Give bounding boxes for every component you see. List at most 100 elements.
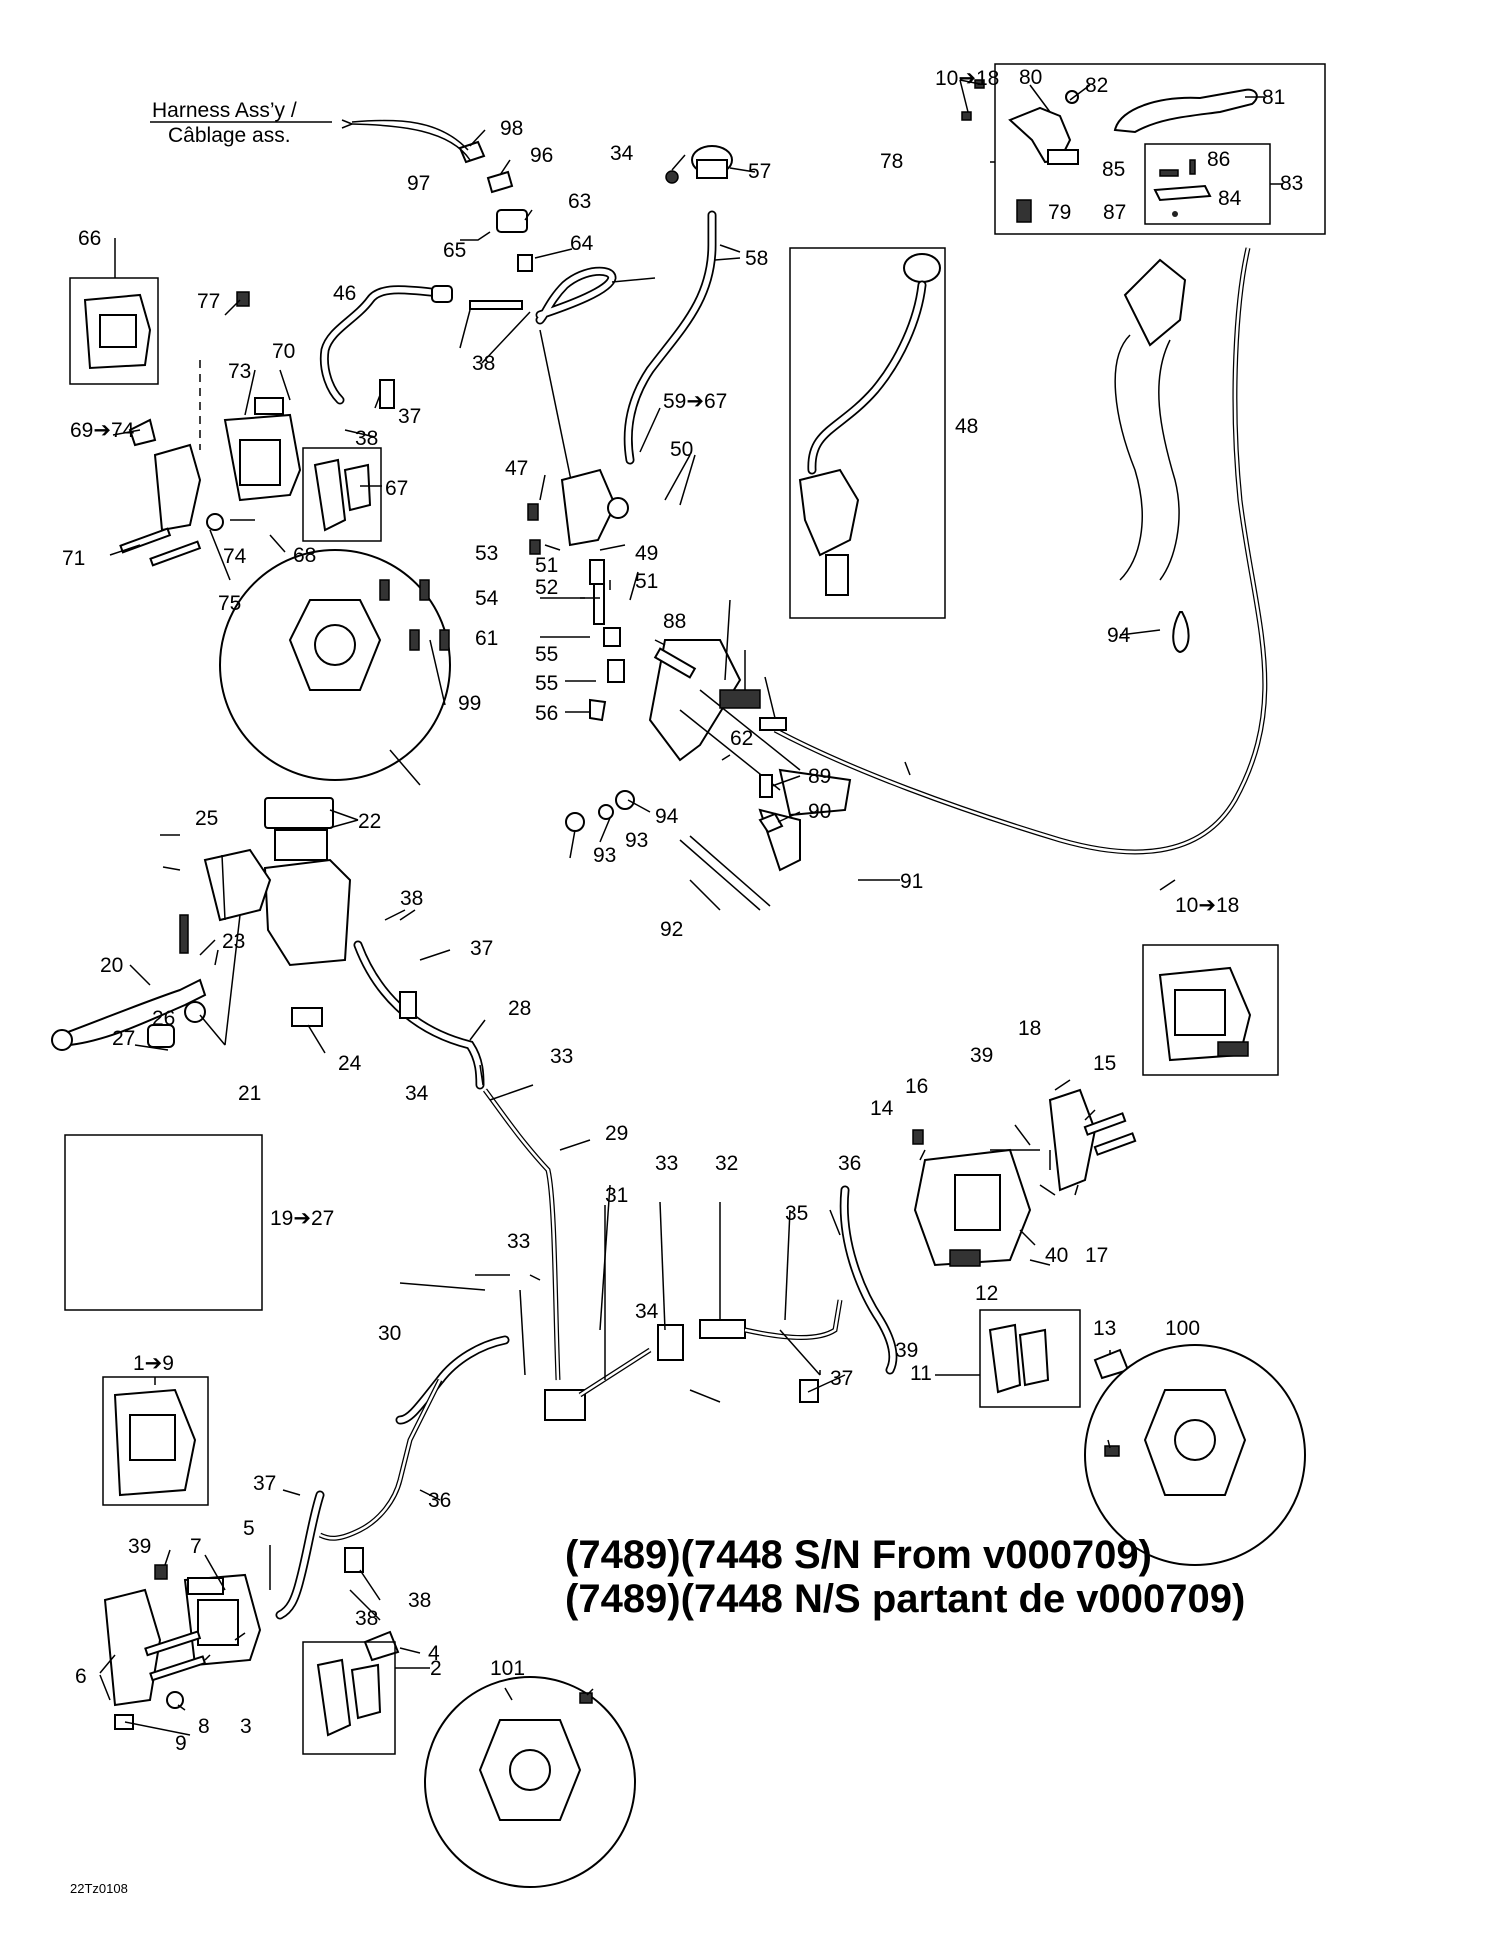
callout-90: 97: [407, 172, 430, 195]
bolt-41: [527, 503, 539, 521]
callout-65: 73: [228, 360, 251, 383]
callout-91: 98: [500, 117, 523, 140]
hose-96: [535, 266, 617, 325]
callout-84: 92: [660, 918, 683, 941]
rotor-bolts-92: [379, 579, 450, 651]
callout-82: 90: [808, 800, 831, 823]
caliper-10-18-inset-box: [1142, 944, 1279, 1076]
callout-36-lower: 37: [253, 1472, 276, 1495]
callout-9: 9: [175, 1732, 187, 1755]
callout-35-lower: 36: [428, 1489, 451, 1512]
callout-1-9: 1➔9: [133, 1352, 174, 1375]
pedal-pin-80: [653, 647, 697, 679]
callout-61: 68: [293, 544, 316, 567]
washer-85: [598, 804, 614, 820]
callout-44: 50: [670, 438, 693, 461]
callout-37-lower: 38: [408, 1589, 431, 1612]
callout-48: 53: [475, 542, 498, 565]
callout-5: 5: [243, 1517, 255, 1540]
callout-38-master: 38: [400, 887, 423, 910]
callout-52: 56: [535, 702, 558, 725]
reservoir-hose-51: [623, 210, 717, 465]
callout-46: 51: [535, 554, 558, 577]
callout-78: 87: [1103, 201, 1126, 224]
brake-light-switch-56: [496, 209, 528, 233]
callout-33-mid: 33: [655, 1152, 678, 1175]
brake-pads-2: [316, 1658, 382, 1737]
adapter-32: [699, 1319, 746, 1339]
callout-66: 74: [223, 545, 247, 568]
harness-label: Harness Ass’y / Câblage ass.: [150, 99, 332, 147]
callout-75: 84: [1218, 187, 1242, 210]
o-ring-26: [184, 1001, 206, 1023]
callout-41: 47: [505, 457, 528, 480]
brake-rotor-95: [219, 549, 451, 781]
caliper-inset-1-9: [113, 1388, 197, 1497]
callout-38-upper: 38: [355, 427, 378, 450]
banjo-bolt-37-upper: [379, 379, 395, 409]
brake-pads-60: [313, 458, 372, 532]
callout-67: 75: [218, 592, 241, 615]
callout-23: 23: [222, 930, 245, 953]
banjo-bolt-37-front: [399, 991, 417, 1019]
callout-39-right: 39: [970, 1044, 993, 1067]
callout-57: 64: [570, 232, 594, 255]
caliper-inset-59-67: [83, 293, 152, 370]
callout-51-mid: 59➔67: [663, 390, 727, 413]
bleeder-68: [236, 291, 250, 307]
washer-66: [206, 513, 224, 531]
brake-line-29: [482, 1088, 561, 1381]
ball-78: [1172, 211, 1178, 217]
callout-32: 32: [715, 1152, 738, 1175]
callout-13: 13: [1093, 1317, 1116, 1340]
callout-37-upper: 37: [398, 405, 421, 428]
tee-fitting-33: [544, 1389, 586, 1421]
callout-16: 16: [905, 1075, 928, 1098]
callout-49: 54: [475, 587, 499, 610]
callout-64: 71: [62, 547, 85, 570]
callout-21: 21: [238, 1082, 261, 1105]
callout-25: 25: [195, 807, 218, 830]
brake-pedal-83: [648, 639, 852, 872]
callout-81: 89: [808, 765, 831, 788]
front-brake-lever-20: [51, 978, 207, 1051]
figure-code: 22Tz0108: [70, 1881, 128, 1896]
callout-14: 14: [870, 1097, 894, 1120]
spring-76: [1159, 169, 1179, 177]
callout-34-mid: 34: [405, 1082, 429, 1105]
callout-6: 6: [75, 1665, 87, 1688]
callout-31: 31: [605, 1184, 628, 1207]
brake-line-30-lower: [397, 1378, 443, 1481]
spring-99: [719, 689, 761, 709]
bleeder-39-lower: [154, 1564, 168, 1580]
callout-34-low: 34: [635, 1300, 659, 1323]
callout-39-lower: 39: [128, 1535, 151, 1558]
callout-59-67: 66: [78, 227, 101, 250]
front-master-cylinder: [203, 797, 352, 967]
brake-rotor-93-lower: [424, 1676, 636, 1888]
lever-bracket-71: [1008, 106, 1079, 165]
callout-20: 20: [100, 954, 123, 977]
callout-38-top: 38: [472, 352, 495, 375]
harness-wire: [341, 119, 471, 161]
pads-11-inset-box: [979, 1309, 1081, 1408]
callout-26: 26: [152, 1007, 175, 1030]
callout-83: 91: [900, 870, 923, 893]
switch-fitting-57: [517, 254, 533, 272]
callout-2: 2: [430, 1657, 442, 1680]
callout-15: 15: [1093, 1052, 1116, 1075]
bolt-48: [529, 539, 541, 555]
callout-12: 12: [975, 1282, 998, 1305]
callout-93-lower: 101: [490, 1657, 525, 1680]
callout-38-lower: 38: [355, 1607, 378, 1630]
brake-line-35-right: [744, 1299, 843, 1340]
leader-lines: [99, 79, 1283, 1736]
callout-55-left: 61: [475, 627, 498, 650]
inset-reservoir-hose: [798, 253, 941, 596]
callout-29: 29: [605, 1122, 628, 1145]
drawing: [51, 63, 1326, 1888]
bracket-24: [291, 1007, 323, 1027]
callout-42-51: 48: [955, 415, 978, 438]
callout-8: 8: [198, 1715, 210, 1738]
